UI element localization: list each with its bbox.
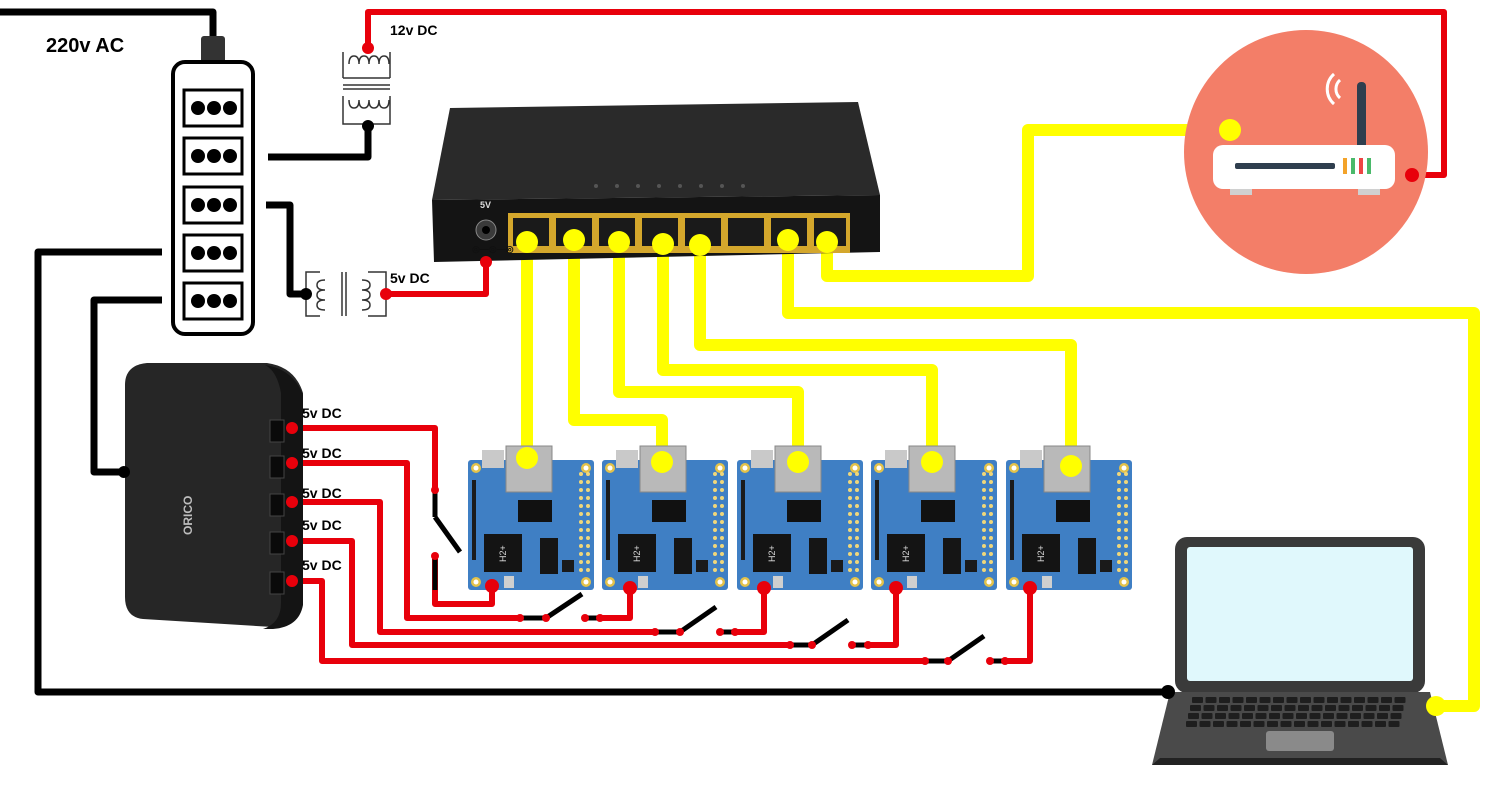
ethernet-plug [516,447,538,469]
transformer-12v-label: 12v DC [390,22,437,38]
dc-wire-board-1 [292,425,438,490]
dc-terminal [889,581,903,595]
power-socket [182,136,244,176]
dc-wire-board-3b [735,588,767,635]
power-socket [182,281,244,321]
board-chip-label: H2+ [632,545,642,562]
dc-wire-board-5b [1005,588,1033,664]
dc-terminal [623,581,637,595]
ethernet-plug [921,451,943,473]
laptop-icon [1152,537,1448,765]
switch-power-label: 5V [480,200,491,210]
dc-terminal [362,42,374,54]
knife-switch-icon [790,617,868,648]
knife-switch-icon [432,490,463,590]
board-chip-label: H2+ [767,545,777,562]
dc-terminal [480,256,492,268]
ac-wire-to-12v-transformer [268,126,372,161]
ethernet-cables [521,124,1480,712]
dc-terminal [380,288,392,300]
ac-wires [0,8,1170,696]
ac-terminal [118,466,130,478]
ac-wire-to-laptop [34,248,1170,696]
usb-port-label: 5v DC [302,517,342,533]
usb-port-label: 5v DC [302,485,342,501]
dc-terminal [1023,581,1037,595]
usb-port-label: 5v DC [302,405,342,421]
ac-terminal [300,288,312,300]
board-chip-label: H2+ [901,545,911,562]
ethernet-plug [651,451,673,473]
ac-terminal [362,120,374,132]
ethernet-plug [1426,696,1446,716]
network-switch-icon: ◎—◎—◎ [432,102,880,262]
dc-wire-board-5 [292,578,925,664]
ethernet-cable-router [821,124,1230,282]
svg-text:◎—◎—◎: ◎—◎—◎ [472,244,514,254]
dc-wire-5v-to-switch [386,262,489,297]
dc-terminal [1405,168,1419,182]
ethernet-cable-laptop [782,240,1480,712]
usb-port-label: 5v DC [302,445,342,461]
dc-wire-board-2 [292,460,520,621]
power-strip-icon [171,36,255,336]
dc-wire-board-4 [292,538,790,648]
knife-switch-icon [520,591,600,621]
dc-wire-board-2b [600,588,633,621]
power-socket [182,185,244,225]
ac-terminal [1161,685,1175,699]
mains-cable [0,8,217,40]
power-socket [182,233,244,273]
dc-terminal [485,579,499,593]
sbc-board-icon: H2+ [1006,445,1132,590]
usb-terminals [286,422,298,587]
ac-wire-to-usb-charger [90,296,162,476]
ethernet-plug [787,451,809,473]
ethernet-cable-board-4 [657,244,938,462]
ethernet-cable-board-3 [613,242,804,462]
usb-charger-icon: ORICO [125,363,303,629]
mains-label: 220v AC [46,35,124,57]
ethernet-cable-board-2 [568,242,668,462]
sbc-boards: H2+ H2+ H2+ H2+ H2+ [468,445,1132,595]
knife-switch-icon [655,604,735,635]
wifi-router-icon [1184,30,1428,274]
dc-wire-board-4b [868,588,899,648]
transformer-icon [342,52,391,125]
dc-terminal [757,581,771,595]
board-chip-label: H2+ [1036,545,1046,562]
transformer-icon [305,271,387,317]
ethernet-plugs [516,229,838,256]
ac-wire-to-5v-transformer [266,201,306,298]
charger-brand: ORICO [181,496,195,535]
transformer-5v-label: 5v DC [390,270,430,286]
ethernet-plug [1060,455,1082,477]
dc-wires [292,9,1447,664]
knife-switch-icon [925,633,1005,664]
ethernet-cable-board-5 [694,245,1077,466]
usb-port-label: 5v DC [302,557,342,573]
ethernet-plug [1219,119,1241,141]
dc-wire-12v-to-router [365,9,1447,178]
dc-wire-board-3 [292,499,655,635]
board-chip-label: H2+ [498,545,508,562]
power-socket [182,88,244,128]
